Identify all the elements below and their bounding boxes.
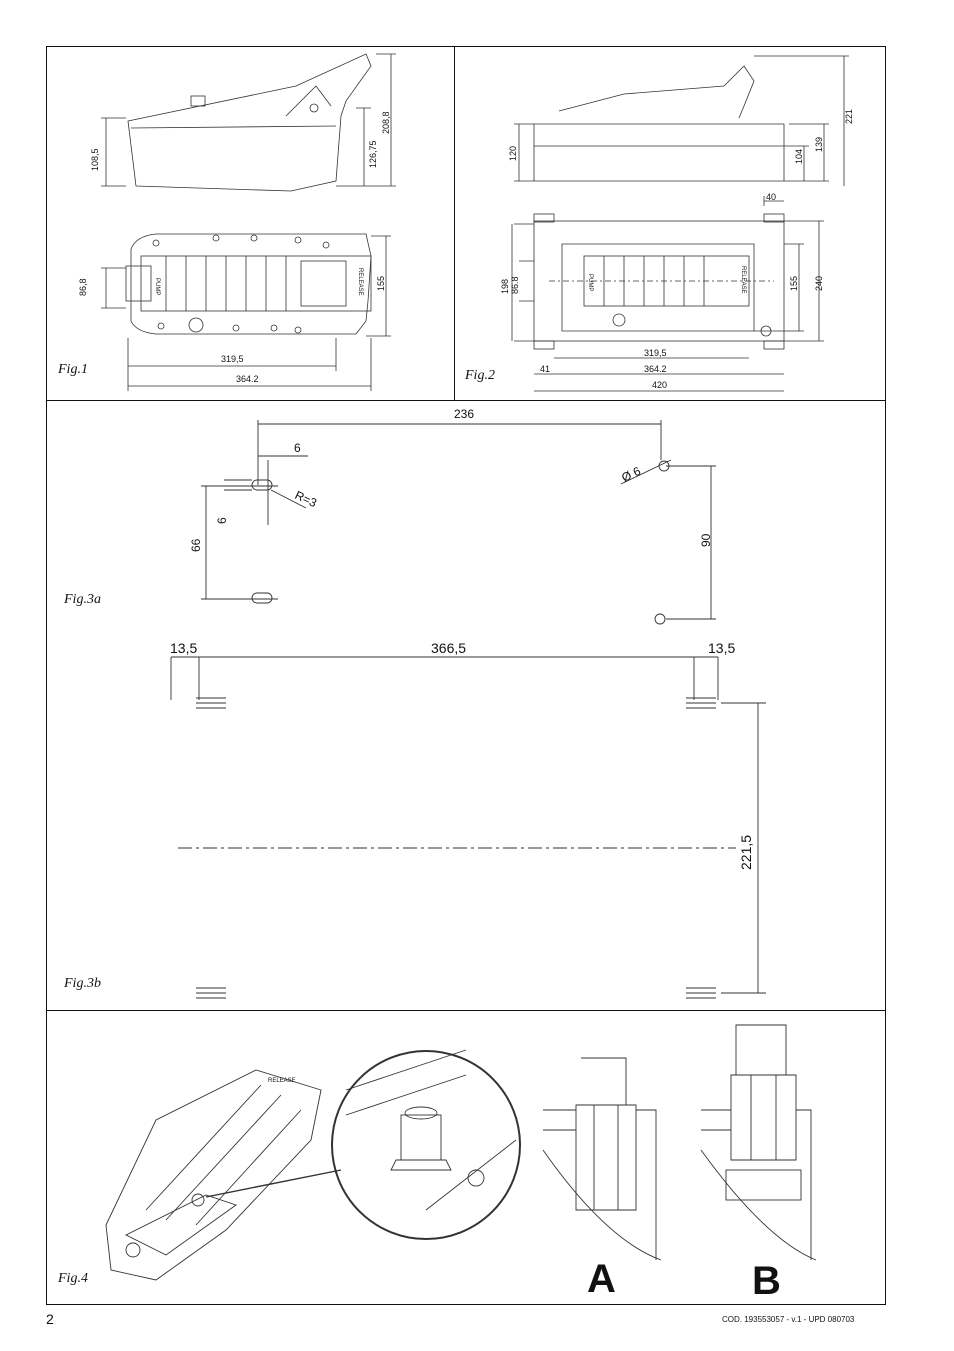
fig3b-caption: Fig.3b [64, 976, 101, 991]
fig1-label-release: RELEASE [357, 268, 363, 296]
fig4-drawing: A B RELEASE [105, 1024, 817, 1303]
fig3b-dim-vert: 221,5 [738, 835, 754, 870]
fig2-dim-w-b: 86.8 [510, 276, 520, 294]
fig3b-dim-edge-left: 13,5 [170, 640, 197, 656]
fig2-drawing: 120 104 139 221 40 198 86.8 155 240 319,… [500, 55, 854, 392]
fig2-dim-h-d: 221 [844, 109, 854, 124]
fig3a-dim-span: 236 [454, 407, 474, 421]
fig2-dim-w-c: 155 [789, 276, 799, 291]
fig1-dim-h-side: 108,5 [90, 148, 100, 171]
fig4-label-a: A [587, 1257, 616, 1301]
fig3b-dim-edge-right: 13,5 [708, 640, 735, 656]
fig2-dim-h-a: 120 [508, 146, 518, 161]
fig3a-dim-radius: R=3 [293, 488, 319, 510]
fig2-label-pump: PUMP [587, 274, 593, 291]
fig1-label-pump: PUMP [154, 278, 160, 295]
fig2-dim-len-b: 364.2 [644, 364, 667, 374]
fig1-dim-depth: 155 [376, 276, 386, 291]
fig2-label-release: RELEASE [740, 266, 746, 294]
fig2-dim-w-a: 198 [500, 279, 510, 294]
page-number: 2 [46, 1311, 54, 1327]
fig3a-dim-slot-w: 6 [294, 441, 301, 455]
fig1-dim-h-total: 208,8 [381, 111, 391, 134]
fig3a-dim-vert-left: 66 [189, 538, 203, 552]
fig1-dim-width-top: 86,8 [78, 278, 88, 296]
fig2-dim-len-c: 420 [652, 380, 667, 390]
fig3b-dim-span: 366,5 [431, 640, 466, 656]
fig4-label-b: B [752, 1259, 781, 1303]
fig3a-dim-slot-h: 6 [215, 517, 229, 524]
fig3a-dim-vert-right: 90 [699, 533, 713, 547]
fig2-dim-h-b: 104 [794, 149, 804, 164]
fig2-caption: Fig.2 [465, 368, 495, 383]
fig2-dim-left: 41 [540, 364, 550, 374]
fig2-dim-offset: 40 [766, 192, 776, 202]
fig1-caption: Fig.1 [58, 362, 88, 377]
fig2-dim-h-c: 139 [814, 137, 824, 152]
fig1-dim-len-inner: 319,5 [221, 354, 244, 364]
fig3a-dim-hole: Ø 6 [619, 464, 643, 485]
fig2-dim-w-d: 240 [814, 276, 824, 291]
fig3a-caption: Fig.3a [64, 592, 101, 607]
fig3-drawing: 236 6 R=3 Ø 6 6 66 90 13,5 366,5 13,5 22… [170, 407, 766, 999]
fig1-dim-len-outer: 364.2 [236, 374, 259, 384]
document-code: COD. 193553057 - v.1 - UPD 080703 [722, 1315, 855, 1324]
fig2-dim-len-a: 319,5 [644, 348, 667, 358]
fig1-drawing: 108,5 208,8 126,75 86,8 155 319,5 364.2 … [78, 53, 396, 391]
fig1-dim-h-body: 126,75 [368, 140, 378, 168]
fig4-caption: Fig.4 [58, 1271, 88, 1286]
fig4-panel [46, 1010, 886, 1305]
fig4-label-release: RELEASE [268, 1078, 296, 1084]
